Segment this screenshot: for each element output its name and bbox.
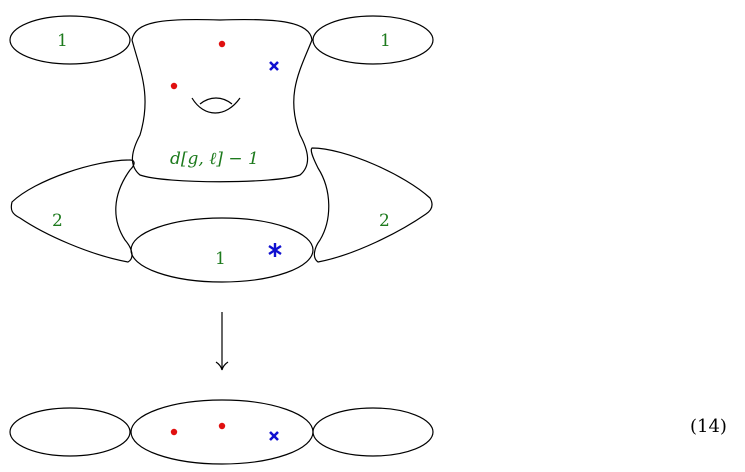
top-left-ellipse — [9, 15, 131, 65]
left-wing-label: 2 — [52, 211, 63, 231]
left-wing — [10, 159, 135, 263]
blue-asterisk-icon — [268, 243, 282, 257]
top-right-ellipse-label: 1 — [380, 31, 391, 51]
bottom-ellipse — [130, 217, 314, 283]
genus-handle-lower — [191, 97, 241, 114]
red-marked-point — [218, 422, 226, 430]
right-wing — [310, 147, 433, 263]
down-arrow-icon — [215, 312, 229, 371]
bottom-ellipse-label: 1 — [215, 249, 226, 269]
red-marked-point — [170, 428, 178, 436]
bottom-middle-ellipse — [130, 399, 314, 465]
central-component — [131, 18, 313, 183]
central-component-label: d[g, ℓ] − 1 — [170, 149, 259, 169]
red-marked-point — [218, 40, 226, 48]
top-left-ellipse-label: 1 — [57, 31, 68, 51]
equation-number: (14) — [690, 416, 727, 437]
right-wing-label: 2 — [379, 211, 390, 231]
red-marked-point — [170, 82, 178, 90]
bottom-left-ellipse — [9, 407, 131, 457]
blue-cross-icon — [269, 61, 279, 71]
blue-cross-icon — [269, 431, 279, 441]
top-right-ellipse — [312, 15, 434, 65]
bottom-right-ellipse — [312, 407, 434, 457]
genus-handle-upper — [199, 97, 233, 105]
